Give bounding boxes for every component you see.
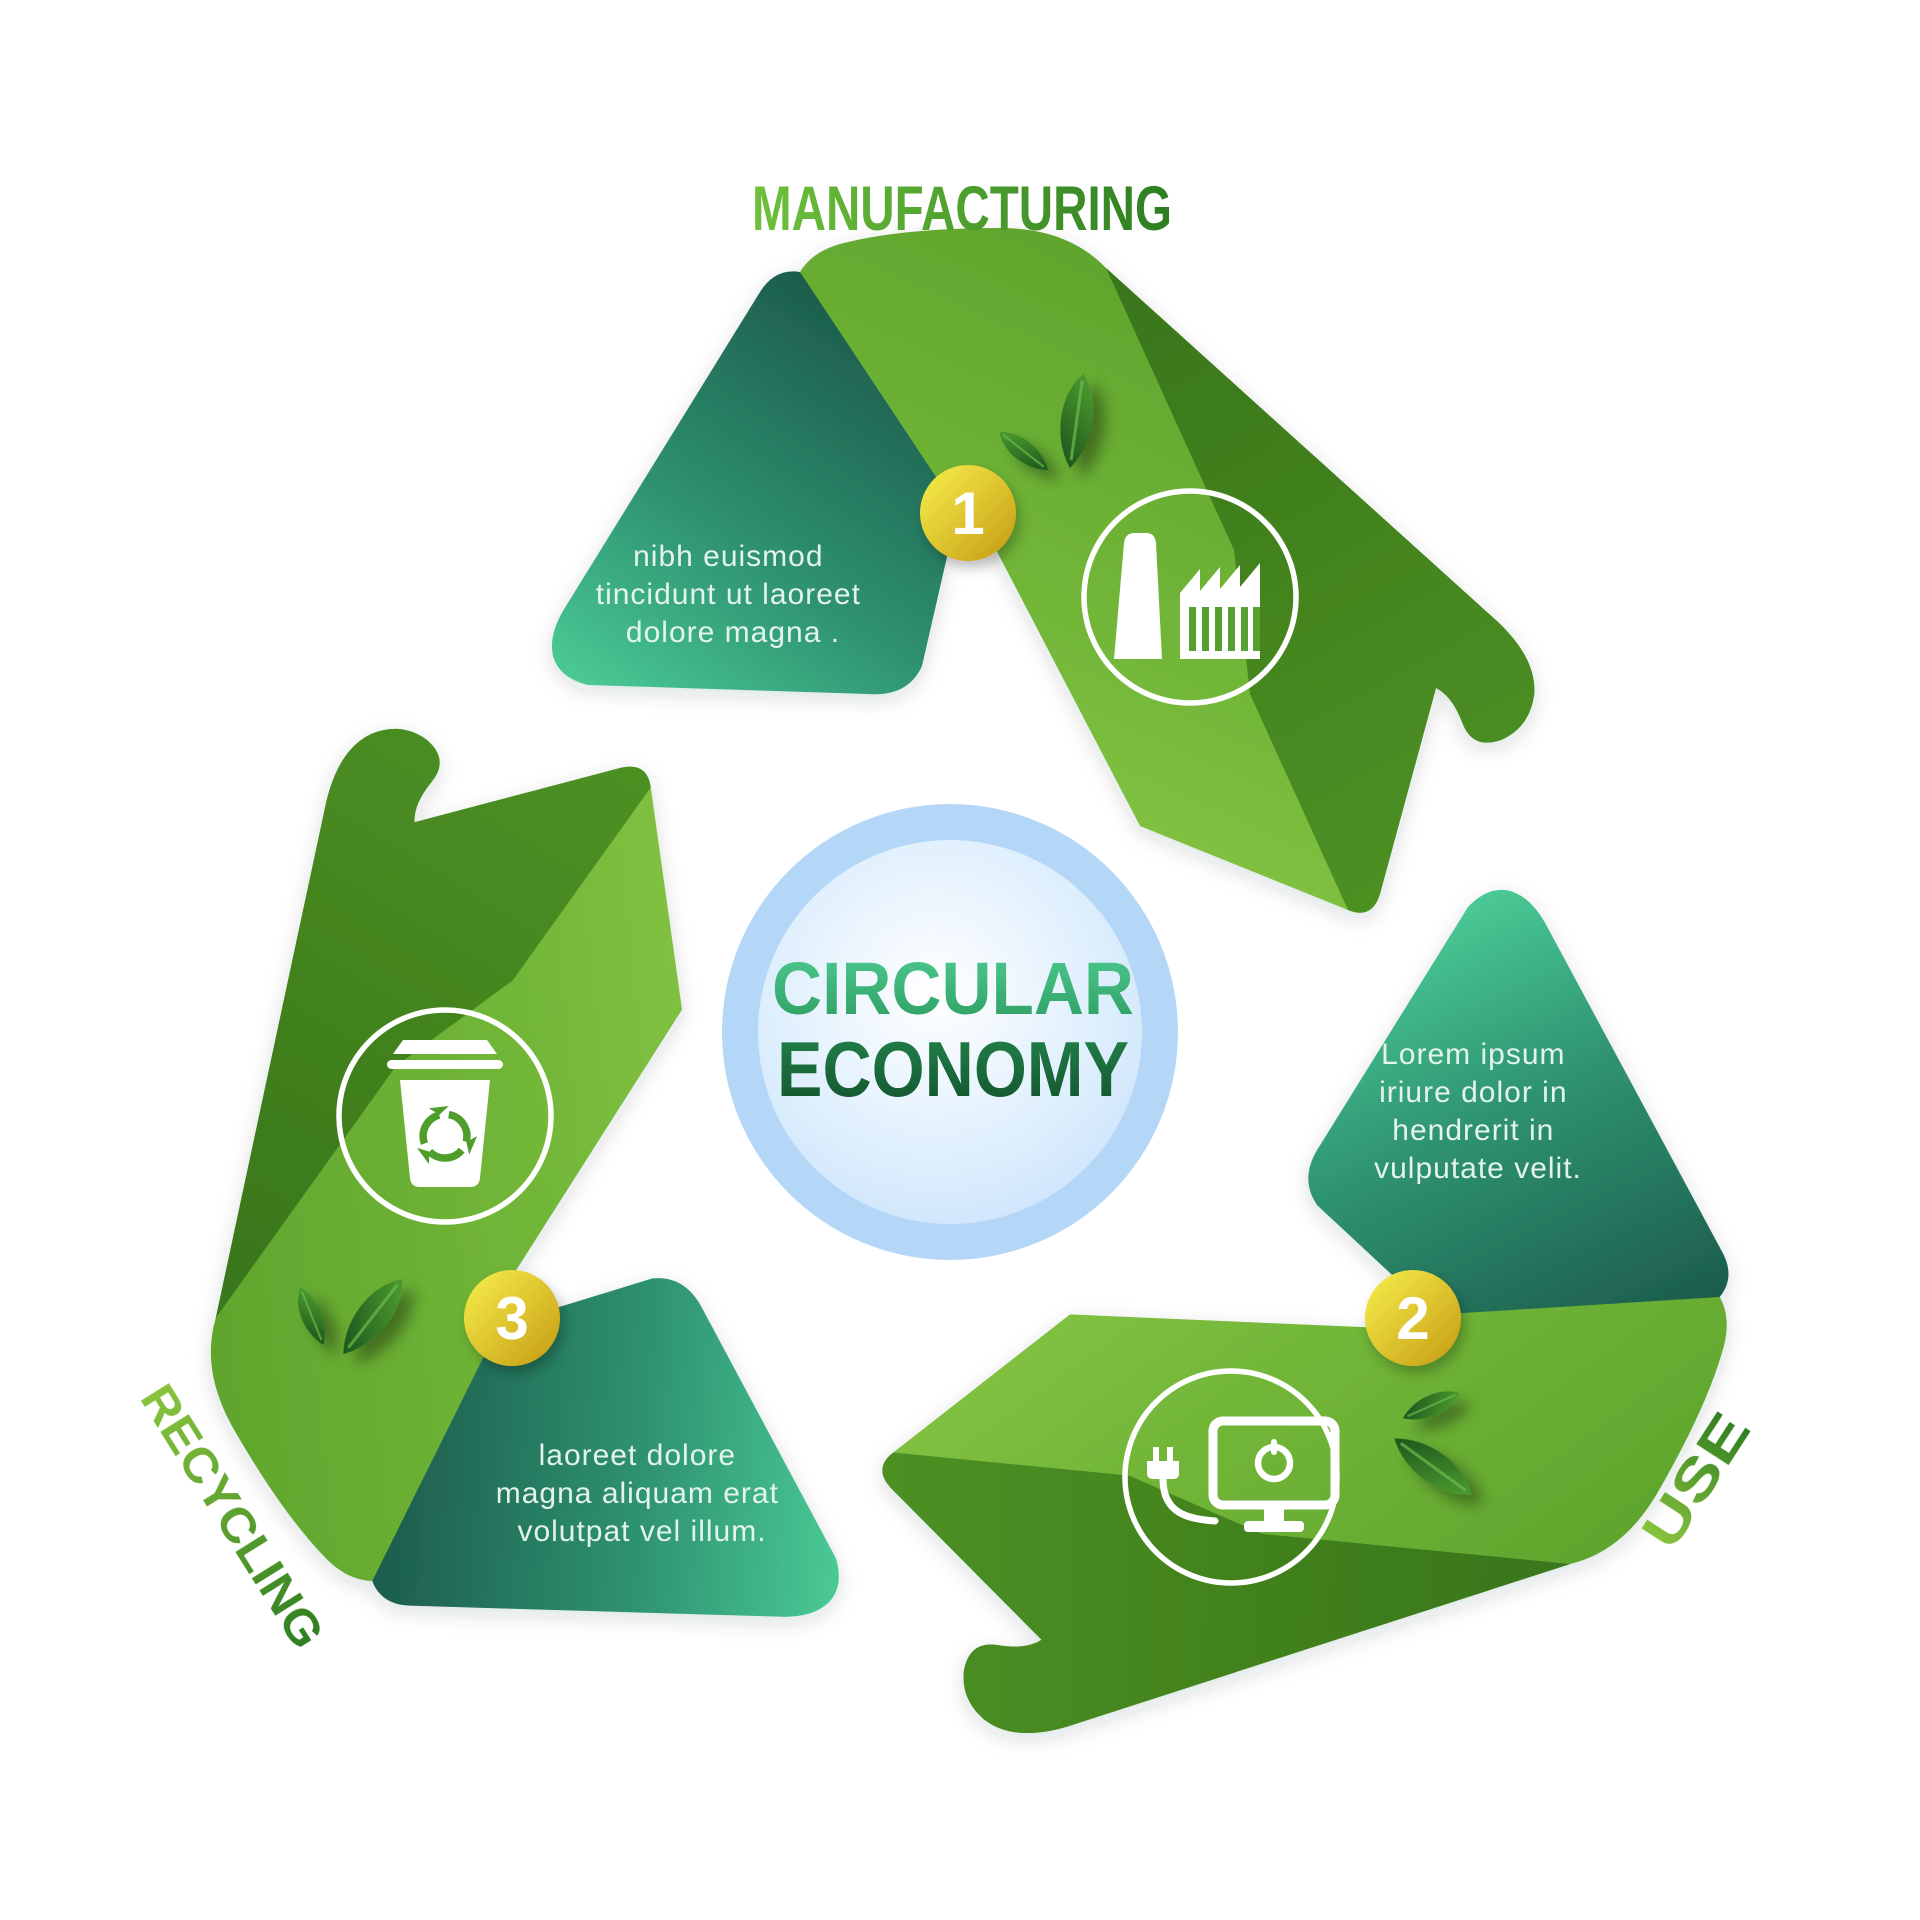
center-title-line1: CIRCULAR	[772, 947, 1134, 1030]
badge-3: 3	[464, 1270, 560, 1366]
step2-line1: Lorem ipsum	[1381, 1038, 1565, 1071]
badge-2: 2	[1365, 1270, 1461, 1366]
step3-line2: magna aliquam erat	[496, 1477, 779, 1510]
step1-line2: tincidunt ut laoreet	[596, 578, 861, 611]
step1-line1: nibh euismod	[633, 540, 823, 573]
center-title-line2: ECONOMY	[777, 1025, 1129, 1113]
computer-icon	[1122, 1368, 1340, 1586]
trash-recycle-icon	[336, 1007, 554, 1225]
step3-description: laoreet dolore magna aliquam erat volutp…	[496, 1439, 789, 1548]
step2-line3: hendrerit in	[1392, 1114, 1554, 1147]
badge-1-number: 1	[951, 480, 984, 547]
center-circle: CIRCULAR ECONOMY	[722, 804, 1178, 1260]
step3-line1: laoreet dolore	[539, 1439, 736, 1472]
step2-description: Lorem ipsum iriure dolor in hendrerit in…	[1374, 1038, 1582, 1185]
step1-description: nibh euismod tincidunt ut laoreet dolore…	[596, 540, 871, 649]
step3-line3: volutpat vel illum.	[517, 1515, 766, 1548]
label-manufacturing: MANUFACTURING	[752, 174, 1172, 244]
badge-2-number: 2	[1396, 1285, 1429, 1352]
step1-line3: dolore magna .	[626, 616, 840, 649]
factory-icon	[1081, 488, 1299, 706]
badge-3-number: 3	[495, 1285, 528, 1352]
step2-line2: iriure dolor in	[1379, 1076, 1567, 1109]
badge-1: 1	[920, 465, 1016, 561]
step2-line4: vulputate velit.	[1374, 1152, 1582, 1185]
